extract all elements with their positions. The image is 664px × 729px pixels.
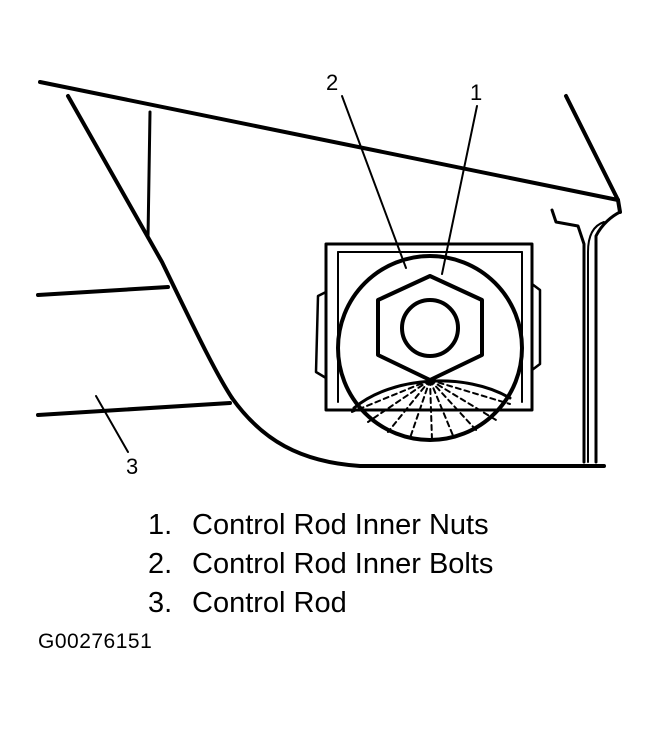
frame-top-edge — [38, 80, 620, 202]
mounting-bracket — [324, 242, 534, 412]
legend-number: 1. — [148, 509, 173, 541]
legend-item: 1. Control Rod Inner Nuts — [148, 506, 493, 545]
callout-2: 2 — [326, 70, 338, 95]
control-rod-diagram: 1 2 3 — [36, 70, 622, 479]
frame-flange-inner — [587, 221, 605, 463]
washer-radials — [351, 379, 511, 441]
frame-flange-outer — [594, 210, 622, 464]
bracket-ear-right — [530, 282, 542, 372]
callout-1: 1 — [470, 80, 482, 105]
legend-item: 2. Control Rod Inner Bolts — [148, 545, 493, 584]
leader-line-3 — [95, 395, 129, 453]
figure-id: G00276151 — [38, 630, 153, 653]
hex-nut — [376, 274, 484, 382]
bushing-circle — [336, 254, 524, 442]
bolt-end — [400, 298, 460, 358]
leader-line-1 — [441, 105, 478, 275]
legend-label: Control Rod Inner Bolts — [192, 548, 494, 580]
control-rod-lower-edge — [36, 401, 232, 417]
legend-item: 3. Control Rod — [148, 584, 493, 623]
bracket-outline-left — [66, 94, 234, 400]
frame-lip — [550, 208, 586, 464]
legend-number: 2. — [148, 548, 173, 580]
bracket-ear-left — [314, 290, 328, 380]
callout-3: 3 — [126, 454, 138, 479]
parts-legend: 1. Control Rod Inner Nuts 2. Control Rod I… — [148, 506, 493, 623]
legend-number: 3. — [148, 587, 173, 619]
bracket-outline-bottom — [230, 396, 606, 468]
legend-label: Control Rod — [192, 587, 347, 619]
legend-label: Control Rod Inner Nuts — [192, 509, 489, 541]
frame-right-edge — [564, 94, 622, 214]
frame-inner-line — [146, 110, 152, 240]
control-rod-upper-edge — [36, 285, 170, 297]
leader-line-2 — [341, 95, 407, 269]
